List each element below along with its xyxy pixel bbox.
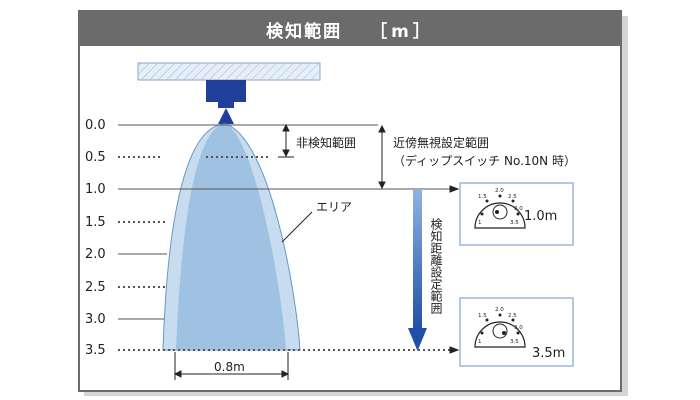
inner-beam-area [176, 124, 286, 350]
tick-label: 3.5 [85, 343, 106, 358]
detection-distance-setting-label: 検知距離設定範囲 [429, 218, 443, 314]
tick-label: 1.0 [85, 182, 106, 197]
pointer-arrows [449, 185, 460, 354]
tick-label: 1.5 [85, 215, 106, 230]
dial-mark: 2.0 [495, 188, 504, 194]
dial-mark: 2.5 [508, 313, 517, 319]
detection-distance-arrow [408, 190, 427, 351]
sensor-icon [206, 80, 246, 124]
panel-header: 検知範囲 ［m］ [80, 12, 620, 46]
width-label: 0.8m [214, 360, 245, 374]
dial-mark: 3.5 [510, 339, 519, 345]
ignore-setting-label-2: （ディップスイッチ No.10N 時） [393, 153, 576, 168]
dial-value-label: 3.5m [532, 346, 565, 361]
tick-label: 0.5 [85, 150, 106, 165]
dial-mark: 1 [478, 220, 482, 226]
non-detection-label: 非検知範囲 [296, 135, 356, 150]
panel-title: 検知範囲 [266, 21, 343, 42]
ignore-setting-dimension [378, 124, 386, 190]
dial-icon [474, 313, 526, 348]
dial-box-2: 2.0 2.5 1.5 3.0 1 3.5 3.5m [459, 297, 574, 367]
dial-mark: 2.0 [495, 307, 504, 313]
dial-box-1: 2.0 2.5 1.5 3.0 1 3.5 1.0m [459, 182, 574, 246]
dial-mark: 1 [478, 339, 482, 345]
dial-mark: 1.5 [478, 194, 487, 200]
dial-mark: 2.5 [508, 194, 517, 200]
dial-mark: 3.5 [510, 220, 519, 226]
tick-label: 2.5 [85, 280, 106, 295]
non-detection-dimension [278, 123, 294, 158]
ignore-setting-label-1: 近傍無視設定範囲 [393, 135, 489, 150]
dial-mark: 3.0 [514, 206, 523, 212]
tick-label: 2.0 [85, 247, 106, 262]
dial-value-label: 1.0m [524, 209, 557, 224]
dial-mark: 1.5 [478, 313, 487, 319]
tick-label: 3.0 [85, 312, 106, 327]
area-label: エリア [316, 200, 352, 214]
tick-label: 0.0 [85, 118, 106, 133]
area-leader-line [281, 211, 313, 243]
ceiling-hatch [138, 63, 320, 80]
width-dimension [173, 352, 290, 380]
unit-label: ［m］ [370, 21, 434, 42]
dial-mark: 3.0 [514, 325, 523, 331]
dial-icon [474, 194, 526, 229]
